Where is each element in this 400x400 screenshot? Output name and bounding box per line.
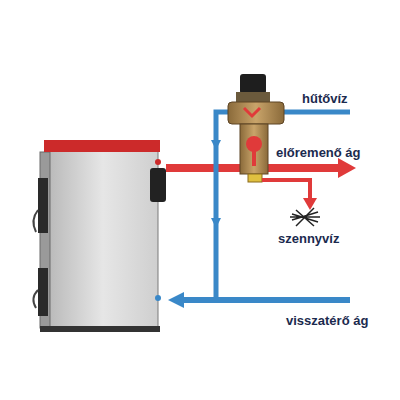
cooling-water-label: hűtővíz	[302, 92, 348, 106]
flow-pipe-label: előremenő ág	[276, 146, 361, 160]
drain-label: szennyvíz	[278, 232, 339, 246]
return-pipe-label: visszatérő ág	[286, 314, 368, 328]
